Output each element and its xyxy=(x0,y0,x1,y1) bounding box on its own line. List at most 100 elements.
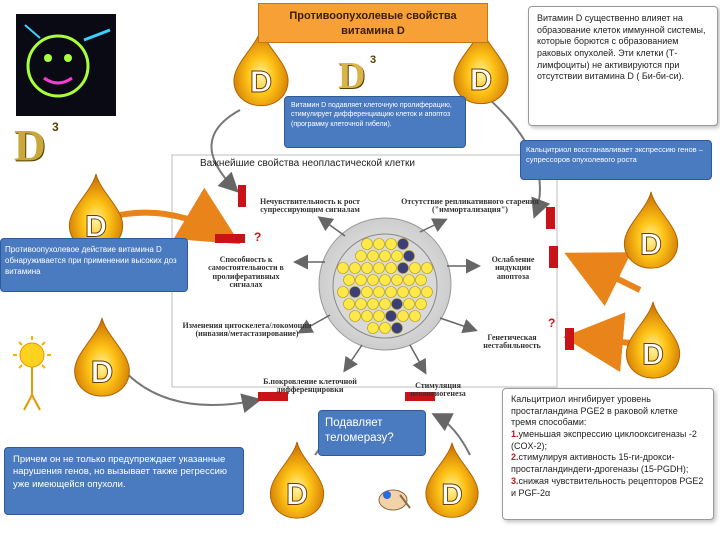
cell-dot xyxy=(379,298,391,310)
telomerase-text: Подавляет теломеразу? xyxy=(325,417,394,444)
cell-dot xyxy=(337,262,349,274)
cell-dot xyxy=(409,310,421,322)
drop-letter: D xyxy=(640,228,662,262)
property-label: Отсутствие репликативного старения ("имм… xyxy=(401,197,539,215)
cell-dot xyxy=(361,286,373,298)
red-marker xyxy=(565,328,574,350)
drop-letter: D xyxy=(642,338,664,372)
cell-dot xyxy=(349,262,361,274)
cell-dot xyxy=(415,274,427,286)
cell-dot xyxy=(343,298,355,310)
cell-dot xyxy=(373,238,385,250)
cell-dot xyxy=(421,286,433,298)
cell-dot xyxy=(373,286,385,298)
cell-dot xyxy=(361,262,373,274)
cell-dot xyxy=(343,274,355,286)
cell-dot xyxy=(385,310,397,322)
diagram-heading: Важнейшие свойства неопластической клетк… xyxy=(200,158,415,169)
cell-dot xyxy=(415,298,427,310)
cell-dot xyxy=(355,250,367,262)
cell-dot xyxy=(349,286,361,298)
property-label: Б.покровление клеточной дифференцировки xyxy=(263,377,357,395)
drop-letter: D xyxy=(286,478,308,512)
red-marker xyxy=(546,207,555,229)
cell-dot xyxy=(349,310,361,322)
property-label: Ослабление индукции апоптоза xyxy=(491,255,535,281)
red-marker xyxy=(549,246,558,268)
cell-dot xyxy=(409,262,421,274)
red-marker xyxy=(238,185,246,207)
pge2-item: 2.стимулируя активность 15-ги-дрокси-про… xyxy=(511,452,689,475)
cell-dot xyxy=(397,310,409,322)
cell-dot xyxy=(397,262,409,274)
cell-dot xyxy=(391,322,403,334)
drop-letter: D xyxy=(250,64,272,99)
cell-dot xyxy=(379,274,391,286)
vitamin-d-drop: D xyxy=(74,317,130,397)
telomerase-box: Подавляет теломеразу? xyxy=(318,410,426,456)
vitamin-d-drop: D xyxy=(233,28,289,107)
drop-letter: D xyxy=(470,62,492,97)
cell-dot xyxy=(361,238,373,250)
property-label: Нечувствительность к рост супрессирующим… xyxy=(260,197,360,215)
question-mark: ? xyxy=(254,230,262,244)
red-marker xyxy=(215,234,245,243)
vitamin-d-drop: D xyxy=(269,441,325,519)
property-arrows xyxy=(293,216,481,375)
neon-face-image xyxy=(16,14,116,116)
calcitriol-box: Кальцитриол восстанавливает экспрессию г… xyxy=(520,140,712,180)
immune-text: Витамин D существенно влияет на образова… xyxy=(537,13,706,82)
property-label: Генетическая нестабильность xyxy=(483,333,541,351)
apoptosis-text: Витамин D подавляет клеточную пролиферац… xyxy=(291,102,452,128)
vitamin-d-drop: D xyxy=(625,301,681,379)
property-label: Изменения цитоскелета/локомоции (инвазия… xyxy=(182,321,312,339)
cell-dot xyxy=(391,298,403,310)
cell-dot xyxy=(403,298,415,310)
pge2-item: 3.снижая чувствительность рецепторов PGE… xyxy=(511,475,704,498)
high-dose-box: Противоопухолевое действие витамина D об… xyxy=(0,238,188,292)
drop-letter: D xyxy=(441,478,463,511)
vitamin-d-drop: D xyxy=(425,442,479,518)
cell-dot xyxy=(367,298,379,310)
calcitriol-text: Кальцитриол восстанавливает экспрессию г… xyxy=(526,145,703,165)
property-label: Способность к самостоятельности в пролиф… xyxy=(208,255,284,290)
drop-letter: D xyxy=(91,354,114,389)
sun-mascot xyxy=(13,336,51,411)
regression-text: Причем он не только предупреждает указан… xyxy=(13,454,227,490)
cell-dot xyxy=(385,262,397,274)
cell-dot xyxy=(367,322,379,334)
cell-dot xyxy=(397,286,409,298)
pge2-intro: Кальцитриол ингибирует уровень простагла… xyxy=(511,394,678,428)
vitamin-d-drop: D xyxy=(623,191,679,269)
cell-dot xyxy=(373,262,385,274)
cell-dot xyxy=(385,238,397,250)
cell-dot xyxy=(397,238,409,250)
high-dose-text: Противоопухолевое действие витамина D об… xyxy=(5,245,177,276)
cell-dot xyxy=(373,310,385,322)
cell-dot xyxy=(409,286,421,298)
title-box: Противоопухолевые свойства витамина D xyxy=(258,3,488,43)
cell-dot xyxy=(385,286,397,298)
red-marker xyxy=(405,392,435,401)
cell-dot xyxy=(379,250,391,262)
question-mark: ? xyxy=(548,316,556,330)
red-marker xyxy=(258,392,288,401)
cell-dot xyxy=(367,274,379,286)
vitamin-d-drop: D xyxy=(453,26,509,105)
pge2-box: Кальцитриол ингибирует уровень простагла… xyxy=(502,388,714,520)
apoptosis-box: Витамин D подавляет клеточную пролиферац… xyxy=(284,96,466,148)
property-label: Стимуляция неоангиогенеза xyxy=(410,381,466,399)
cell-dot xyxy=(337,286,349,298)
cell-dot xyxy=(391,274,403,286)
drop-letter: D xyxy=(85,210,107,244)
cell-dot xyxy=(361,310,373,322)
cell-dot xyxy=(421,262,433,274)
cell-dot xyxy=(403,274,415,286)
pge2-item: 1.уменьшая экспрессию циклооксигеназы -2… xyxy=(511,429,697,451)
cell-dot xyxy=(355,274,367,286)
vitamin-d-drop: D xyxy=(68,173,124,251)
cell-dot xyxy=(403,250,415,262)
